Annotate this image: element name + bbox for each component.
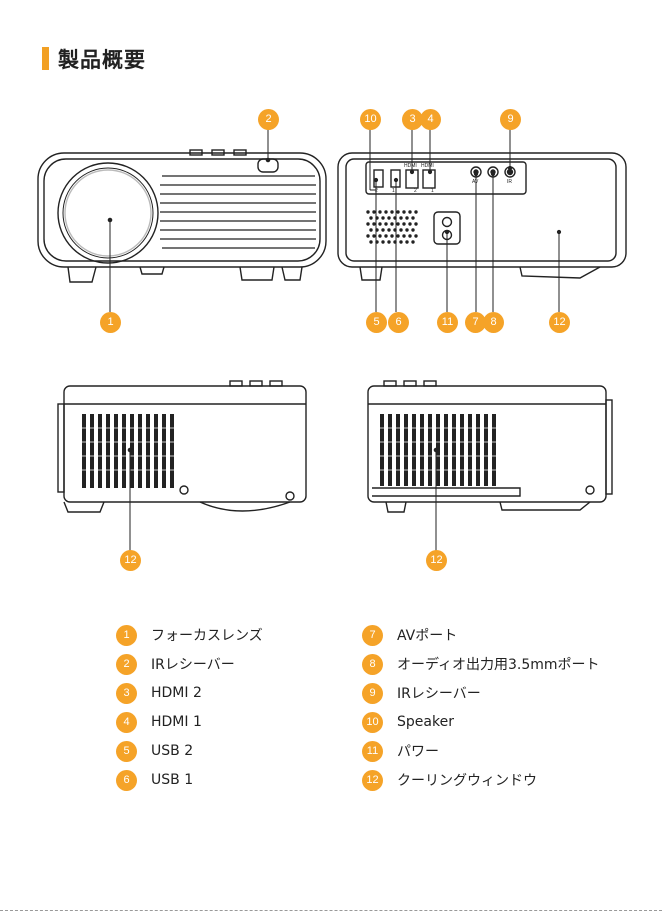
legend-item: 1 フォーカスレンズ <box>116 624 263 646</box>
hdmi2-label: HDMI <box>404 163 417 169</box>
legend-number: 2 <box>116 654 137 675</box>
speaker-grille <box>366 210 417 243</box>
lens-outer <box>58 163 158 263</box>
callout-2-front: 2 <box>258 109 279 130</box>
callout-4-back: 4 <box>420 109 441 130</box>
callout-1-front: 1 <box>100 312 121 333</box>
callout-9-back: 9 <box>500 109 521 130</box>
legend-item: 2 IRレシーバー <box>116 653 235 675</box>
callout-11-back: 11 <box>437 312 458 333</box>
legend-number: 6 <box>116 770 137 791</box>
legend-label: クーリングウィンドウ <box>397 770 537 790</box>
legend-number: 7 <box>362 625 383 646</box>
callout-10-back: 10 <box>360 109 381 130</box>
legend-label: パワー <box>397 741 439 761</box>
legend-number: 8 <box>362 654 383 675</box>
legend-item: 6 USB 1 <box>116 769 193 791</box>
port-panel <box>366 162 526 194</box>
product-diagram: HDMI HDMI 2 1 2 1 AV IR <box>0 0 662 600</box>
av-label: AV <box>472 179 479 185</box>
legend-item: 3 HDMI 2 <box>116 682 202 704</box>
legend-item: 5 USB 2 <box>116 740 193 762</box>
legend-item: 4 HDMI 1 <box>116 711 202 733</box>
projector-left-side-view <box>58 381 306 512</box>
legend-label: AVポート <box>397 625 457 645</box>
usb1-num: 1 <box>392 188 395 194</box>
legend-label: USB 1 <box>151 772 193 788</box>
legend-number: 4 <box>116 712 137 733</box>
callout-12-left-side: 12 <box>120 550 141 571</box>
callout-12-back: 12 <box>549 312 570 333</box>
legend-number: 12 <box>362 770 383 791</box>
legend-number: 9 <box>362 683 383 704</box>
hdmi2-num: 2 <box>414 188 417 194</box>
hdmi1-num: 1 <box>431 188 434 194</box>
legend-item: 11 パワー <box>362 740 439 762</box>
projector-front-view <box>38 150 326 282</box>
callout-5-back: 5 <box>366 312 387 333</box>
legend-label: HDMI 2 <box>151 685 202 701</box>
legend-label: HDMI 1 <box>151 714 202 730</box>
ir-label: IR <box>507 179 512 185</box>
legend-item: 10 Speaker <box>362 711 454 733</box>
legend-label: USB 2 <box>151 743 193 759</box>
legend-label: オーディオ出力用3.5mmポート <box>397 654 600 674</box>
legend-number: 1 <box>116 625 137 646</box>
legend-item: 8 オーディオ出力用3.5mmポート <box>362 653 600 675</box>
callout-12-right-side: 12 <box>426 550 447 571</box>
legend-label: フォーカスレンズ <box>151 625 263 645</box>
legend-item: 7 AVポート <box>362 624 457 646</box>
page-bottom-rule <box>0 910 662 911</box>
callout-6-back: 6 <box>388 312 409 333</box>
legend-number: 3 <box>116 683 137 704</box>
projector-back-view <box>338 153 626 280</box>
legend-label: IRレシーバー <box>151 654 235 674</box>
legend-label: Speaker <box>397 714 454 730</box>
front-vents <box>160 176 316 248</box>
hdmi1-label: HDMI <box>421 163 434 169</box>
legend-label: IRレシーバー <box>397 683 481 703</box>
legend-item: 9 IRレシーバー <box>362 682 481 704</box>
legend-number: 11 <box>362 741 383 762</box>
legend-number: 10 <box>362 712 383 733</box>
legend-number: 5 <box>116 741 137 762</box>
legend-item: 12 クーリングウィンドウ <box>362 769 537 791</box>
callout-8-back: 8 <box>483 312 504 333</box>
